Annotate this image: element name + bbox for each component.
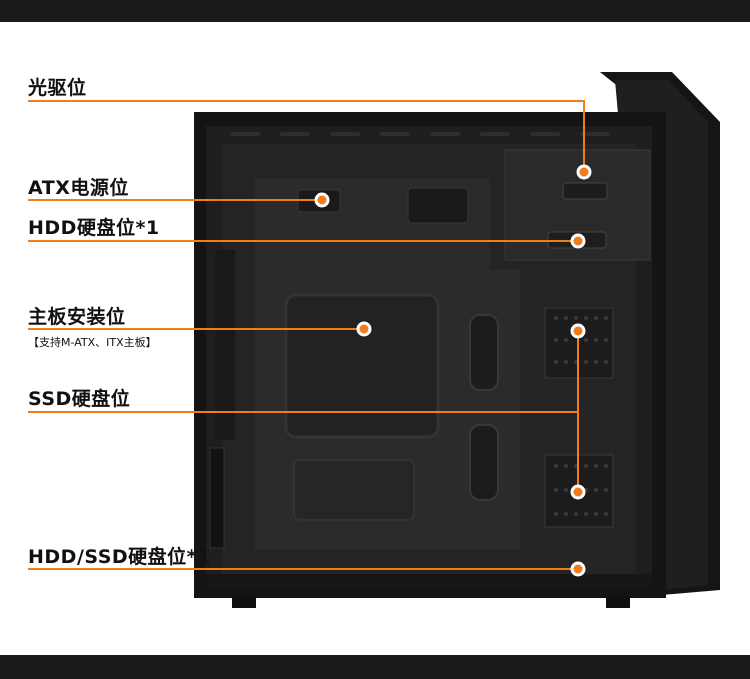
marker-hdd-ssd: [570, 561, 586, 577]
label-hdd-bay: HDD硬盘位*1: [28, 217, 160, 239]
callout-line-optical: [28, 100, 585, 172]
label-motherboard-mount: 主板安装位: [28, 306, 126, 328]
marker-optical: [576, 164, 592, 180]
marker-psu: [314, 192, 330, 208]
label-atx-psu: ATX电源位: [28, 177, 129, 199]
top-band: [0, 0, 750, 22]
cpu-cutout: [284, 293, 440, 439]
label-hdd-ssd-bay: HDD/SSD硬盘位*1: [28, 546, 211, 568]
label-ssd-bay: SSD硬盘位: [28, 388, 131, 410]
label-motherboard-support: 【支持M-ATX、ITX主板】: [28, 336, 157, 349]
label-optical-bay: 光驱位: [28, 77, 87, 99]
callout-markers: [314, 164, 592, 577]
marker-hdd: [570, 233, 586, 249]
marker-ssd-upper: [570, 323, 586, 339]
marker-motherboard: [356, 321, 372, 337]
bottom-band: [0, 655, 750, 679]
marker-ssd-lower: [570, 484, 586, 500]
callout-lines: [28, 100, 585, 570]
